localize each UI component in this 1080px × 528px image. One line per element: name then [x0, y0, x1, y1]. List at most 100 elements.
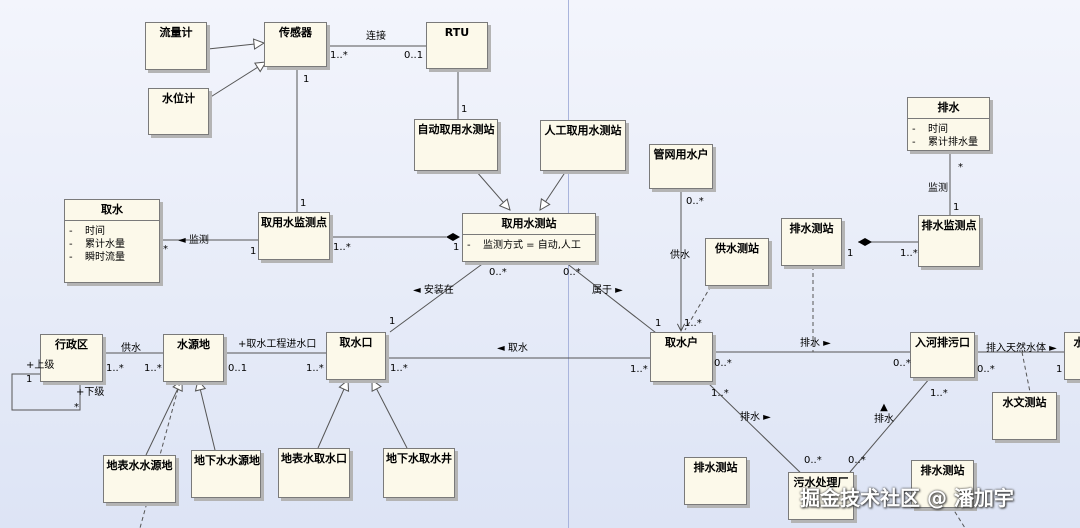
mult-user-down: 1..* — [711, 388, 729, 399]
edge-outfall-plant — [849, 377, 931, 473]
mult-drain-one: 1 — [953, 202, 960, 213]
edge-surface-mouth — [317, 380, 348, 449]
mult-user-left: 1..* — [630, 364, 648, 375]
class-name: 排水测站 — [920, 464, 965, 477]
edge-dashed-supply — [684, 285, 712, 331]
label-drain-up: ▲ 排水 — [874, 402, 894, 425]
mult-admin-many: 1..* — [106, 363, 124, 374]
mult-plant-2: 0..* — [848, 455, 866, 466]
class-levelmeter[interactable]: 水位计 — [148, 88, 209, 135]
mult-lower-star: * — [74, 402, 79, 413]
class-name: 取水口 — [339, 336, 373, 349]
edge-auto-station — [475, 170, 510, 210]
attribute: -瞬时流量 — [69, 252, 125, 263]
class-name: 污水处理厂 — [793, 476, 849, 489]
mult-belong: 0..* — [563, 267, 581, 278]
label-drain-down: 排水 ► — [740, 412, 771, 423]
class-drain-station[interactable]: 排水测站 — [781, 218, 842, 266]
attribute-list: -监测方式 = 自动,人工 — [463, 234, 595, 254]
class-surface-source[interactable]: 地表水水源地 — [103, 455, 176, 503]
class-name: 取水 — [101, 203, 123, 216]
class-intake-station[interactable]: 取用水测站 -监测方式 = 自动,人工 — [462, 213, 596, 262]
class-drain-station-3[interactable]: 排水测站 — [911, 460, 974, 508]
mult-outfall-right: 0..* — [977, 364, 995, 375]
attribute: -累计排水量 — [912, 137, 978, 148]
edge-surface-source — [145, 380, 182, 456]
label-project-inlet: +取水工程进水口 — [238, 339, 317, 350]
class-rtu[interactable]: RTU — [426, 22, 488, 69]
class-drain-station-2[interactable]: 排水测站 — [684, 457, 747, 505]
class-water-source[interactable]: 水源地 — [163, 334, 224, 382]
attribute: -时间 — [912, 124, 948, 135]
class-water-partial[interactable]: 水 — [1064, 332, 1080, 380]
label-connect: 连接 — [366, 31, 386, 42]
mult-mouth-right: 1..* — [390, 363, 408, 374]
attribute: -累计水量 — [69, 239, 125, 250]
class-flowmeter[interactable]: 流量计 — [145, 22, 207, 70]
class-hydro-station[interactable]: 水文测站 — [992, 392, 1057, 440]
label-install: ◄ 安装在 — [413, 285, 454, 296]
class-drain[interactable]: 排水 -时间 -累计排水量 — [907, 97, 990, 151]
mult-point-left: 1 — [250, 246, 257, 257]
mult-sensor-rtu: 1..* — [330, 50, 348, 61]
attribute-list: -时间 -累计水量 -瞬时流量 — [65, 220, 159, 266]
mult-user-one: 1 — [655, 318, 662, 329]
page-boundary-line — [568, 0, 569, 528]
class-name: 排水监测点 — [921, 219, 977, 232]
label-belong: 属于 ► — [592, 285, 623, 296]
class-name: 自动取用水测站 — [417, 123, 495, 136]
mult-drain-point-many: 1..* — [900, 248, 918, 259]
mult-source-01: 0..1 — [228, 363, 248, 374]
mult-mouth-one: 1 — [389, 316, 396, 327]
class-outfall[interactable]: 入河排污口 — [910, 332, 975, 378]
mult-user-many: 1..* — [684, 318, 702, 329]
class-intake-mouth[interactable]: 取水口 — [326, 332, 386, 380]
label-lower: +下级 — [76, 387, 105, 398]
label-discharge-natural: 排入天然水体 ► — [986, 343, 1057, 354]
label-take-water: ◄ 取水 — [497, 343, 528, 354]
mult-outfall-left: 0..* — [893, 358, 911, 369]
label-monitor: ◄ 监测 — [178, 235, 209, 246]
watermark: 掘金技术社区 @ 潘加宇 — [800, 486, 1014, 510]
class-ground-well[interactable]: 地下水取水井 — [383, 448, 455, 498]
class-admin-area[interactable]: 行政区 — [40, 334, 103, 382]
class-surface-mouth[interactable]: 地表水取水口 — [278, 448, 350, 498]
edge-admin-self — [11, 373, 81, 411]
class-auto-station[interactable]: 自动取用水测站 — [414, 119, 498, 171]
edge-dashed-hydro — [1021, 351, 1031, 393]
class-name: 取用水监测点 — [261, 216, 327, 229]
edge-level-sensor — [208, 62, 266, 99]
class-name: 供水测站 — [715, 242, 759, 255]
class-name: 入河排污口 — [915, 336, 970, 349]
class-intake-point[interactable]: 取用水监测点 — [258, 212, 330, 260]
mult-point-up: 1 — [300, 198, 307, 209]
label-upper: +上级 — [26, 360, 55, 371]
edge-ground-well — [372, 380, 408, 449]
class-ground-source[interactable]: 地下水水源地 — [191, 450, 261, 498]
class-sewage-plant[interactable]: 污水处理厂 — [788, 472, 854, 520]
class-supply-station[interactable]: 供水测站 — [705, 238, 769, 286]
class-manual-station[interactable]: 人工取用水测站 — [540, 120, 626, 171]
class-intake-user[interactable]: 取水户 — [650, 332, 713, 382]
edge-manual-station — [540, 170, 567, 210]
class-pipe-user[interactable]: 管网用水户 — [649, 144, 713, 189]
class-sensor[interactable]: 传感器 — [264, 22, 327, 67]
label-supply: 供水 — [670, 250, 690, 261]
edge-user-plant — [706, 381, 809, 481]
mult-outfall-down: 1..* — [930, 388, 948, 399]
class-drain-point[interactable]: 排水监测点 — [918, 215, 980, 267]
attribute: -监测方式 = 自动,人工 — [467, 240, 581, 251]
class-name: 人工取用水测站 — [544, 124, 622, 137]
class-name: 水文测站 — [1002, 396, 1047, 409]
mult-rtu-sensor: 0..1 — [404, 50, 424, 61]
edge-station-user — [564, 261, 661, 337]
class-name: 取用水测站 — [501, 217, 557, 230]
class-intake[interactable]: 取水 -时间 -累计水量 -瞬时流量 — [64, 199, 160, 283]
mult-station-one: 1 — [453, 242, 460, 253]
mult-mouth-left: 1..* — [306, 363, 324, 374]
label-drain-monitor: 监测 — [928, 183, 948, 194]
class-name: 排水 — [937, 101, 960, 114]
mult-source-many: 1..* — [144, 363, 162, 374]
edge-flowmeter-sensor — [207, 43, 264, 49]
